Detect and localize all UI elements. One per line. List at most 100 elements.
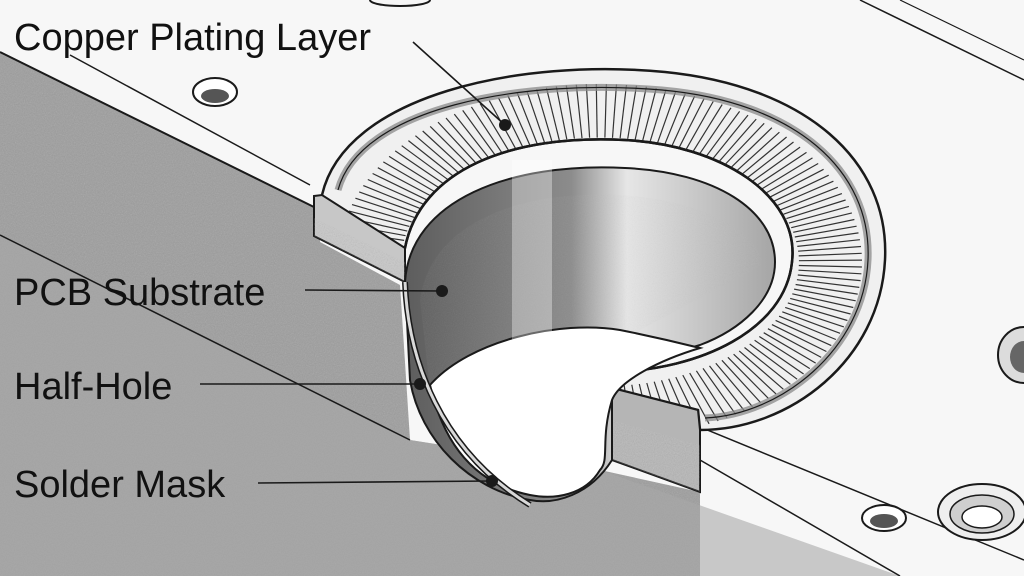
plating-hatch-line xyxy=(787,302,848,322)
plating-hatch-line xyxy=(715,362,753,408)
plating-hatch-line xyxy=(526,90,546,143)
plating-hatch-line xyxy=(749,343,798,380)
label-copper-plating-layer: Copper Plating Layer xyxy=(14,17,371,59)
half-hole-interior xyxy=(402,160,777,508)
plating-hatch-line xyxy=(372,172,428,201)
plating-hatch-line xyxy=(507,95,531,146)
plating-hatch-line xyxy=(758,335,811,370)
plating-hatch-line xyxy=(575,84,583,139)
plating-hatch-line xyxy=(771,324,827,353)
plating-hatch-line xyxy=(709,365,745,411)
plating-hatch-line xyxy=(642,88,657,141)
plating-hatch-line xyxy=(595,83,598,138)
plating-hatch-line xyxy=(682,374,710,425)
plating-hatch-line xyxy=(760,157,813,190)
plating-hatch-line xyxy=(585,84,591,138)
plating-hatch-line xyxy=(382,161,436,193)
plating-hatch-line xyxy=(778,315,837,341)
plating-hatch-line xyxy=(782,311,841,334)
plating-hatch-line xyxy=(783,193,843,215)
plating-hatch-line xyxy=(786,199,846,220)
plating-hatch-line xyxy=(793,288,856,302)
board-lower-band xyxy=(0,235,900,576)
plating-hatch-line xyxy=(735,131,780,172)
plating-hatch-line xyxy=(798,245,862,252)
plating-hatch-line xyxy=(798,264,862,268)
plating-hatch-line xyxy=(741,136,787,176)
plating-hatch-line xyxy=(754,339,804,375)
via-hole-bottom xyxy=(861,504,907,532)
plating-hatch-line xyxy=(798,269,862,275)
plating-hatch-line xyxy=(355,197,415,218)
plating-hatch-line xyxy=(497,97,524,148)
plating-hatch-line xyxy=(388,155,441,189)
plating-hatch-line xyxy=(689,372,719,422)
plating-hatch-line xyxy=(611,84,618,138)
plating-hatch-line xyxy=(746,141,794,179)
plating-hatch-line xyxy=(798,252,862,257)
plating-hatch-line xyxy=(671,95,696,147)
label-half-hole: Half-Hole xyxy=(14,366,172,408)
plating-hatch-line xyxy=(649,89,667,142)
plating-hatch-line xyxy=(711,114,749,160)
plating-hatch-line xyxy=(695,370,728,419)
plating-hatch-line xyxy=(401,145,450,182)
plating-hatch-line xyxy=(604,84,607,138)
plating-hatch-line xyxy=(627,85,638,139)
plating-hatch-line xyxy=(664,93,686,145)
plating-hatch-line xyxy=(798,259,863,262)
plating-hatch-line xyxy=(536,89,553,142)
plating-hatch-line xyxy=(437,121,478,165)
callout-substrate xyxy=(304,285,448,297)
callout-solder-mask xyxy=(257,475,498,487)
label-solder-mask: Solder Mask xyxy=(14,464,226,506)
plating-hatch-line xyxy=(678,98,705,149)
plating-hatch-line xyxy=(422,130,466,171)
plating-hatch-line xyxy=(773,174,829,202)
plating-hatch-line xyxy=(793,218,855,233)
plating-hatch-line xyxy=(394,150,445,185)
plating-hatch-line xyxy=(769,168,824,198)
plating-hatch-line xyxy=(698,107,732,155)
plating-hatch-line xyxy=(479,103,510,152)
plating-hatch-line xyxy=(797,239,860,247)
plating-hatch-line xyxy=(776,180,834,207)
callout-copper xyxy=(412,41,511,131)
plated-via-right-edge xyxy=(997,326,1024,384)
plating-hatch-line xyxy=(738,350,784,390)
plating-hatch-line xyxy=(756,151,807,186)
plating-hatch-line xyxy=(351,204,412,223)
plating-hatch-line xyxy=(634,86,647,140)
plating-hatch-line xyxy=(794,225,857,238)
plating-hatch-line xyxy=(462,110,497,157)
plating-hatch-line xyxy=(545,87,560,141)
plating-hatch-line xyxy=(796,279,860,288)
plating-hatch-line xyxy=(415,135,461,175)
plating-hatch-line xyxy=(555,86,568,140)
plating-hatch-line xyxy=(733,353,777,395)
plating-hatch-line xyxy=(429,125,472,168)
plating-hatch-line xyxy=(685,101,714,151)
plating-hatch-line xyxy=(767,328,822,358)
plating-hatch-line xyxy=(795,283,858,295)
plating-hatch-line xyxy=(445,117,484,162)
plating-hatch-line xyxy=(619,84,628,139)
plating-hatch-line xyxy=(791,212,853,229)
via-hole-top xyxy=(192,77,238,107)
plating-hatch-line xyxy=(377,167,432,197)
plating-hatch-line xyxy=(730,127,773,169)
plating-hatch-line xyxy=(751,146,801,183)
plating-hatch-line xyxy=(470,106,503,154)
plating-hatch-line xyxy=(724,122,765,166)
plating-hatch-line xyxy=(565,85,575,139)
plating-hatch-line xyxy=(790,297,851,315)
plating-hatch-line xyxy=(796,232,859,243)
plating-hatch-line xyxy=(727,356,769,399)
plating-hatch-line xyxy=(367,178,424,205)
plating-hatch-line xyxy=(775,319,832,347)
plating-hatch-line xyxy=(453,113,490,159)
plating-hatch-line xyxy=(785,306,845,328)
plating-hatch-line xyxy=(792,293,854,309)
plating-hatch-line xyxy=(721,359,762,404)
